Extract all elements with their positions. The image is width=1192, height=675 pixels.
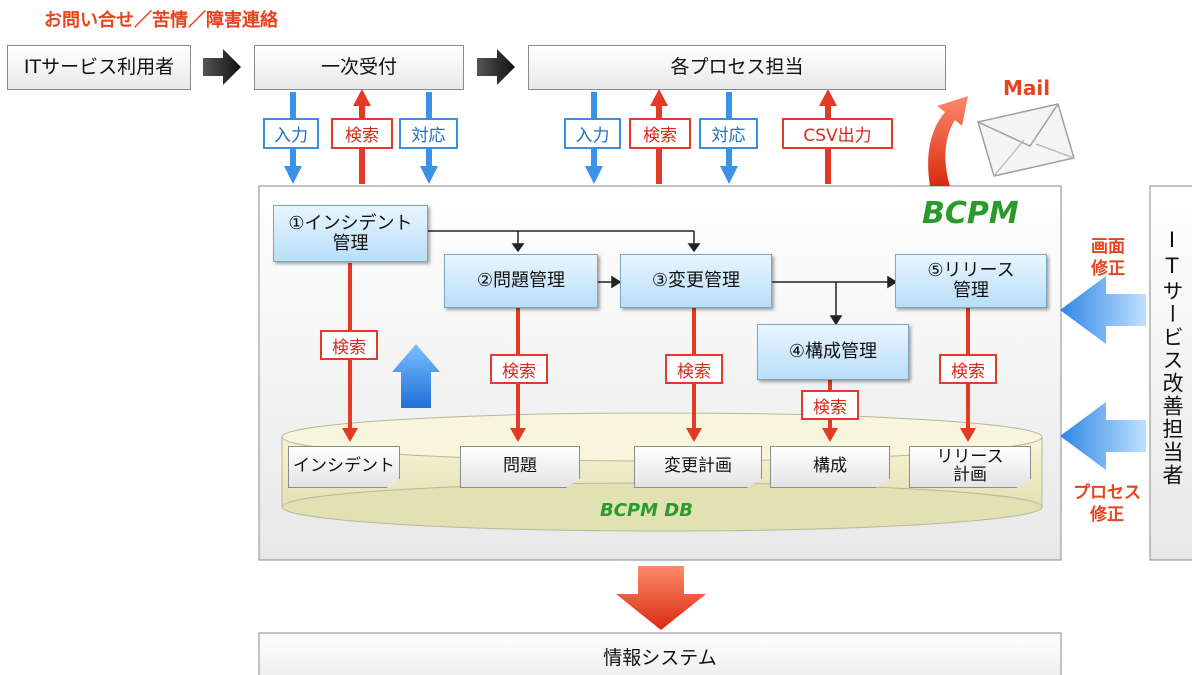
process-config[interactable]: ④構成管理 (757, 324, 909, 380)
first-reception-box: 一次受付 (254, 45, 464, 90)
search-label-right: 検索 (629, 118, 691, 149)
db-doc-change-plan: 変更計画 (634, 446, 762, 488)
db-doc-problem-label: 問題 (503, 456, 537, 477)
mail-output-arrow-icon (928, 96, 968, 186)
search-label-change: 検索 (665, 354, 723, 384)
process-release[interactable]: ⑤リリース 管理 (895, 254, 1047, 308)
process-release-label: ⑤リリース 管理 (927, 260, 1015, 301)
process-incident-label: ①インシデント 管理 (288, 212, 413, 254)
info-system-label: 情報システム (603, 647, 717, 669)
process-owner-box: 各プロセス担当 (528, 45, 946, 90)
search-label-problem: 検索 (490, 354, 548, 384)
bcpm-title: BCPM (922, 196, 1019, 231)
improvement-owner-label: ITサービス改善担当者 (1160, 228, 1184, 487)
search-label-release: 検索 (939, 354, 997, 384)
db-doc-incident: インシデント (288, 446, 400, 488)
process-connectors (428, 230, 898, 326)
search-label-config: 検索 (801, 390, 859, 420)
inquiry-types-label: お問い合せ／苦情／障害連絡 (44, 10, 278, 31)
db-doc-release-plan: リリース 計画 (909, 446, 1031, 488)
improvement-panel (1149, 185, 1192, 561)
process-owner-label: 各プロセス担当 (670, 55, 804, 78)
process-config-label: ④構成管理 (788, 341, 878, 363)
info-system-box (258, 632, 1062, 675)
search-label-left: 検索 (331, 118, 393, 149)
input-label-right: 入力 (564, 118, 621, 149)
flow-arrow-icon (203, 49, 241, 85)
process-fix-label: プロセス 修正 (1073, 483, 1141, 526)
search-label-incident: 検索 (320, 330, 378, 360)
db-doc-release-plan-label: リリース 計画 (936, 447, 1004, 485)
output-down-arrow-icon (616, 566, 706, 630)
csv-output-label: CSV出力 (782, 118, 893, 149)
response-label-right: 対応 (699, 118, 758, 149)
db-doc-config-label: 構成 (813, 456, 847, 477)
it-service-user-box: ITサービス利用者 (7, 45, 191, 90)
process-problem-label: ②問題管理 (476, 270, 566, 292)
mail-label: Mail (1003, 76, 1051, 100)
db-doc-config: 構成 (770, 446, 890, 488)
first-reception-label: 一次受付 (320, 55, 397, 78)
it-service-user-label: ITサービス利用者 (23, 55, 175, 78)
process-change-label: ③変更管理 (651, 270, 741, 292)
process-incident[interactable]: ①インシデント 管理 (273, 205, 428, 262)
db-doc-incident-label: インシデント (293, 456, 395, 477)
process-fix-arrow-icon (1060, 402, 1146, 470)
flow-arrow-icon (477, 49, 515, 85)
process-problem[interactable]: ②問題管理 (444, 254, 598, 308)
input-label-left: 入力 (263, 118, 319, 149)
screen-fix-arrow-icon (1060, 276, 1146, 344)
db-title: BCPM DB (600, 500, 693, 521)
mail-envelope-icon (977, 103, 1075, 177)
screen-fix-label: 画面 修正 (1091, 237, 1125, 280)
process-change[interactable]: ③変更管理 (620, 254, 772, 308)
db-doc-change-plan-label: 変更計画 (664, 456, 732, 477)
db-doc-problem: 問題 (460, 446, 580, 488)
response-label-left: 対応 (399, 118, 458, 149)
feedback-up-arrow-icon (392, 344, 440, 408)
